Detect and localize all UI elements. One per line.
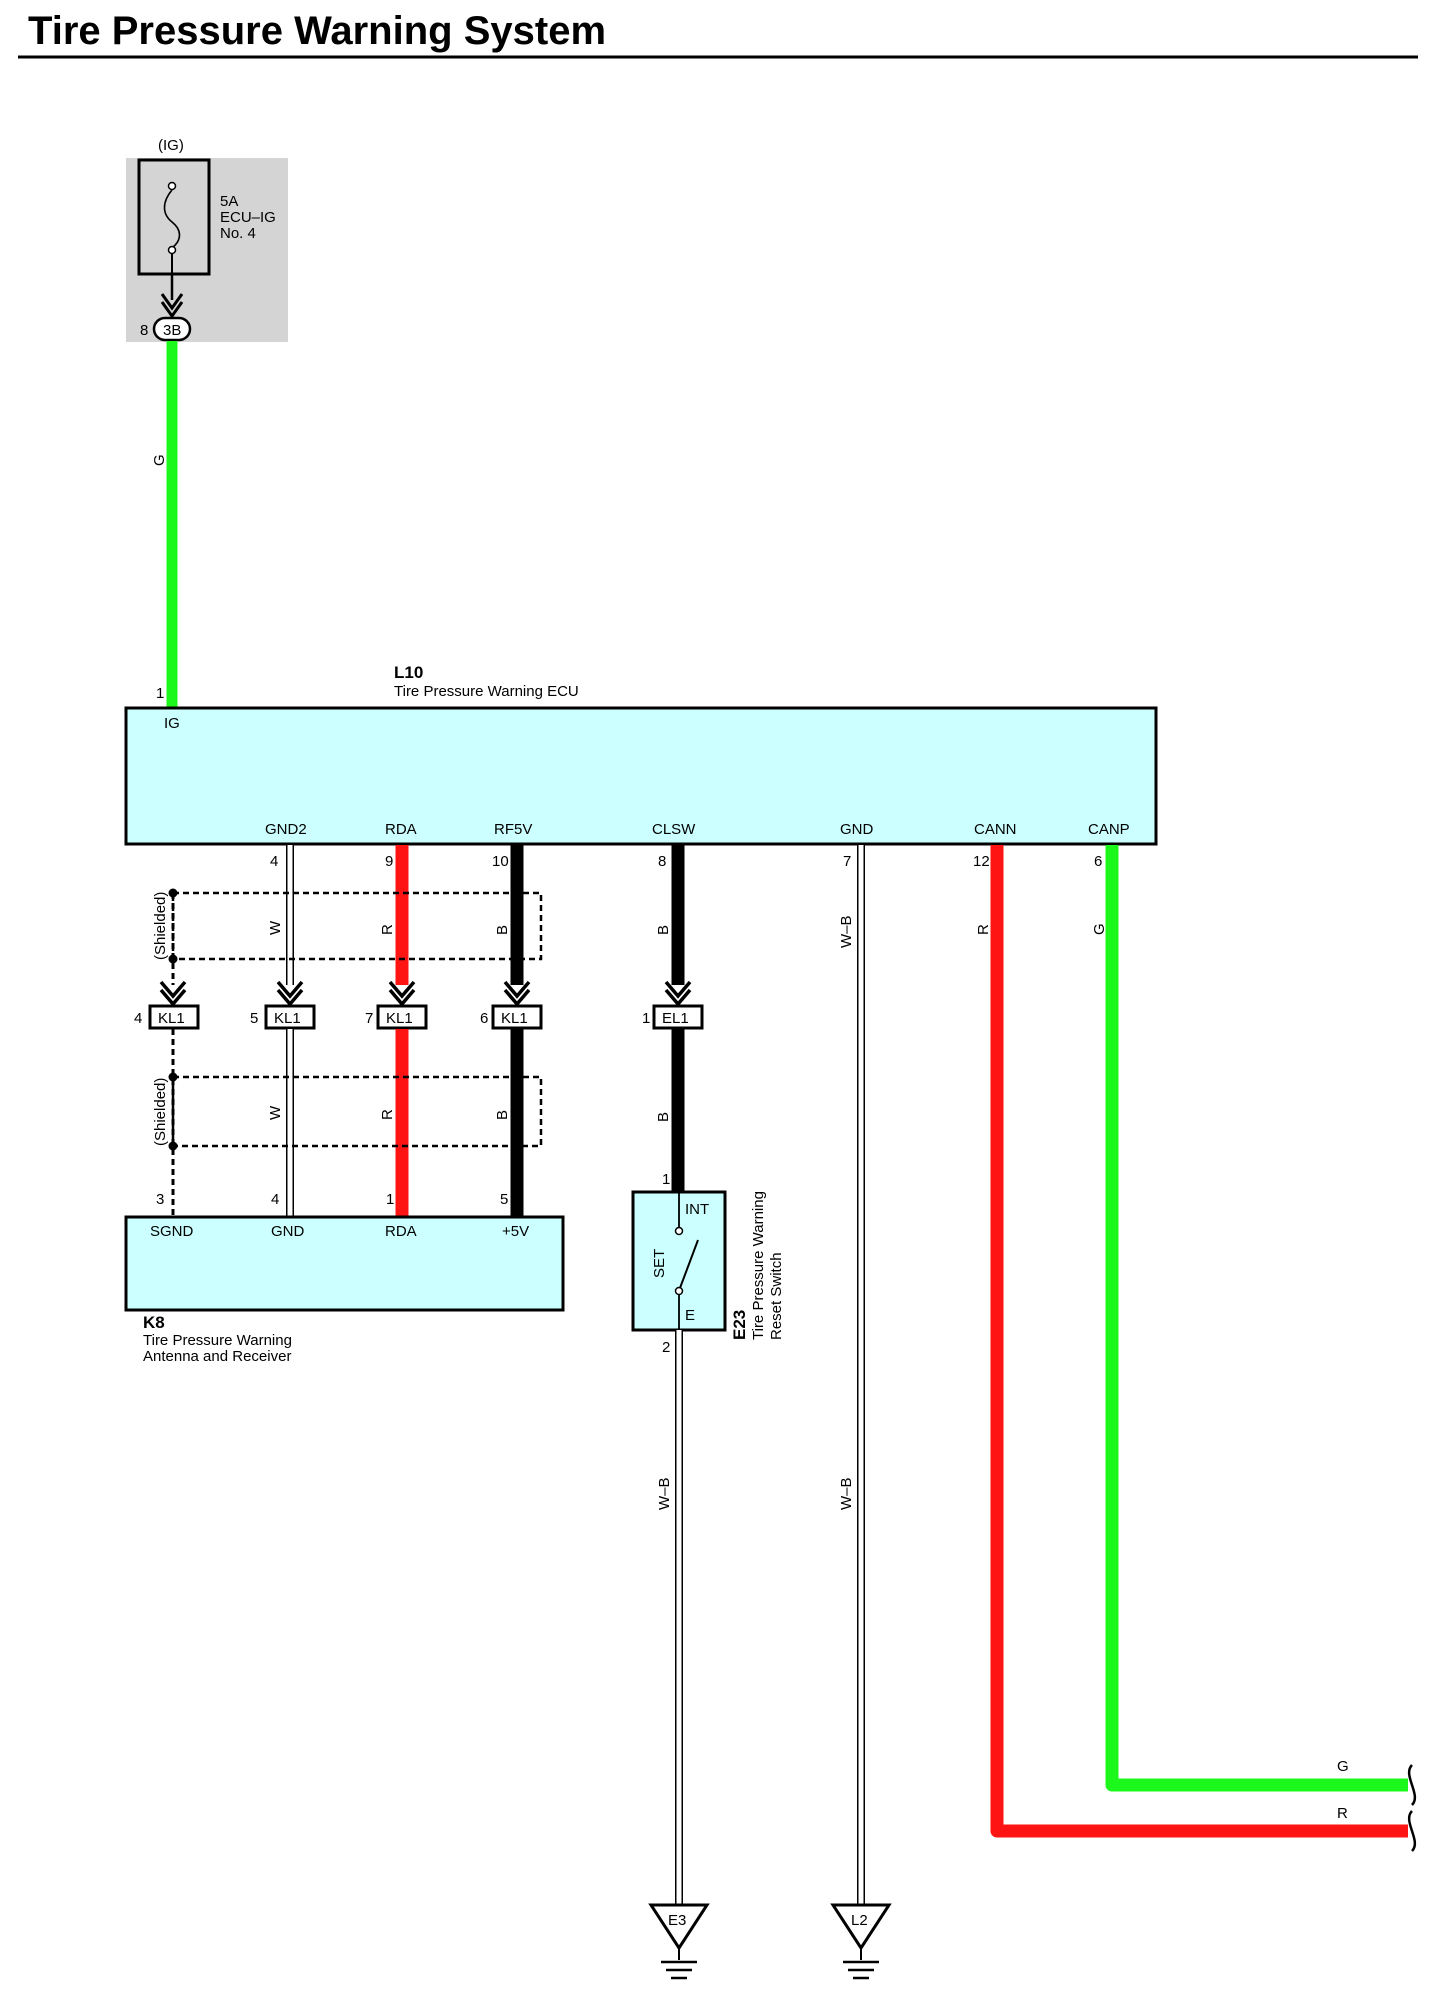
ecu-pin-ig: IG bbox=[164, 715, 180, 732]
wire-cann-red bbox=[990, 845, 1408, 1838]
connector-kl1-b-code: KL1 bbox=[274, 1010, 301, 1027]
connector-kl1-d-code: KL1 bbox=[501, 1010, 528, 1027]
ground-e3-label: E3 bbox=[668, 1912, 686, 1929]
connector-kl1-c-pin: 7 bbox=[365, 1010, 373, 1027]
receiver-code: K8 bbox=[143, 1313, 165, 1332]
receiver-pin-num-gnd: 4 bbox=[271, 1191, 279, 1208]
receiver-name-2: Antenna and Receiver bbox=[143, 1348, 291, 1365]
shield-upper bbox=[171, 891, 543, 961]
switch-int: INT bbox=[685, 1201, 709, 1218]
receiver-pin-gnd: GND bbox=[271, 1223, 305, 1240]
switch-contact-icon bbox=[674, 1192, 699, 1330]
ecu-pin-gnd: GND bbox=[840, 821, 874, 838]
arrow-down-icon bbox=[159, 980, 692, 1007]
shield-lower bbox=[171, 1075, 543, 1148]
fuse-name: ECU–IG bbox=[220, 209, 276, 226]
connector-kl1-a-code: KL1 bbox=[158, 1010, 185, 1027]
connector-el1 bbox=[652, 1004, 704, 1030]
ecu-pin-gnd2: GND2 bbox=[265, 821, 307, 838]
wire-label-r-lower: R bbox=[379, 1109, 396, 1120]
shielded-label-upper: (Shielded) bbox=[152, 892, 169, 960]
fuse-number: No. 4 bbox=[220, 225, 256, 242]
receiver-pin-sgnd: SGND bbox=[150, 1223, 194, 1240]
connector-kl1-d bbox=[491, 1004, 543, 1030]
wire-label-b-clsw-lower: B bbox=[655, 1112, 672, 1122]
ecu-pin-cann: CANN bbox=[974, 821, 1017, 838]
fuse-pin: 8 bbox=[140, 322, 148, 339]
wire-label-r-upper: R bbox=[379, 924, 396, 935]
wire-canp-green bbox=[1105, 845, 1408, 1792]
fuse-box bbox=[137, 158, 211, 276]
fuse-supply-label: (IG) bbox=[158, 137, 184, 154]
ecu-pin-num-cann: 12 bbox=[973, 853, 990, 870]
connector-kl1-b bbox=[264, 1004, 316, 1030]
ground-icon bbox=[648, 1903, 710, 1980]
wire-label-w-lower: W bbox=[267, 1105, 284, 1120]
connector-el1-code: EL1 bbox=[662, 1010, 689, 1027]
ecu-pin-num-rf5v: 10 bbox=[492, 853, 509, 870]
switch-pin-bottom: 2 bbox=[662, 1339, 670, 1356]
shielded-label-lower: (Shielded) bbox=[152, 1078, 169, 1146]
connector-kl1-b-pin: 5 bbox=[250, 1010, 258, 1027]
connector-kl1-a-pin: 4 bbox=[134, 1010, 142, 1027]
wire-label-r-cann: R bbox=[975, 924, 992, 935]
connector-kl1-c bbox=[376, 1004, 428, 1030]
ecu-module bbox=[124, 706, 1158, 846]
ecu-code: L10 bbox=[394, 663, 423, 682]
receiver-pin-num-5v: 5 bbox=[500, 1191, 508, 1208]
ecu-pin-canp: CANP bbox=[1088, 821, 1130, 838]
fuse-connector-3b bbox=[152, 316, 192, 342]
ecu-pin-num-gnd: 7 bbox=[843, 853, 851, 870]
wire-label-wb-gnd-upper: W–B bbox=[838, 915, 855, 948]
wire-label-b-upper: B bbox=[494, 925, 511, 935]
wire-label-b-lower: B bbox=[494, 1110, 511, 1120]
receiver-pin-rda: RDA bbox=[385, 1223, 417, 1240]
ecu-pin-num-clsw: 8 bbox=[658, 853, 666, 870]
wire-break-icon bbox=[1407, 1764, 1417, 1852]
ecu-pin-rf5v: RF5V bbox=[494, 821, 532, 838]
ecu-pin-rda: RDA bbox=[385, 821, 417, 838]
fuse-amp: 5A bbox=[220, 193, 238, 210]
wire-label-wb-gnd-lower: W–B bbox=[838, 1477, 855, 1510]
arrow-down-icon bbox=[160, 293, 184, 319]
ecu-pin-clsw: CLSW bbox=[652, 821, 696, 838]
ecu-name: Tire Pressure Warning ECU bbox=[394, 683, 579, 700]
switch-name-2: Reset Switch bbox=[768, 1252, 785, 1340]
switch-code: E23 bbox=[730, 1310, 749, 1340]
connector-kl1-a bbox=[148, 1004, 200, 1030]
receiver-pin-num-sgnd: 3 bbox=[156, 1191, 164, 1208]
receiver-module bbox=[124, 1215, 565, 1312]
switch-set: SET bbox=[651, 1249, 668, 1278]
wire-label-b-clsw-upper: B bbox=[655, 925, 672, 935]
wire-label-wb-e3: W–B bbox=[656, 1477, 673, 1510]
switch-e: E bbox=[685, 1307, 695, 1324]
page-title: Tire Pressure Warning System bbox=[28, 9, 606, 53]
switch-pin-top: 1 bbox=[662, 1171, 670, 1188]
connector-kl1-c-code: KL1 bbox=[386, 1010, 413, 1027]
wire-label-w-upper: W bbox=[267, 920, 284, 935]
ecu-pin-num-ig: 1 bbox=[156, 685, 164, 702]
fuse-connector-code: 3B bbox=[163, 322, 181, 339]
ground-icon bbox=[830, 1903, 892, 1980]
connector-kl1-d-pin: 6 bbox=[480, 1010, 488, 1027]
receiver-pin-num-rda: 1 bbox=[386, 1191, 394, 1208]
ecu-pin-num-canp: 6 bbox=[1094, 853, 1102, 870]
receiver-pin-5v: +5V bbox=[502, 1223, 529, 1240]
wire-label-g-right: G bbox=[1337, 1758, 1349, 1775]
wire-label-g-canp: G bbox=[1091, 923, 1108, 935]
switch-name-1: Tire Pressure Warning bbox=[750, 1191, 767, 1340]
wire-label-g-ig: G bbox=[151, 454, 168, 466]
ecu-pin-num-gnd2: 4 bbox=[270, 853, 278, 870]
connector-el1-pin: 1 bbox=[642, 1010, 650, 1027]
fuse-icon bbox=[163, 181, 181, 274]
ground-l2-label: L2 bbox=[851, 1912, 868, 1929]
wire-label-r-right: R bbox=[1337, 1805, 1348, 1822]
ecu-pin-num-rda: 9 bbox=[385, 853, 393, 870]
receiver-name-1: Tire Pressure Warning bbox=[143, 1332, 292, 1349]
